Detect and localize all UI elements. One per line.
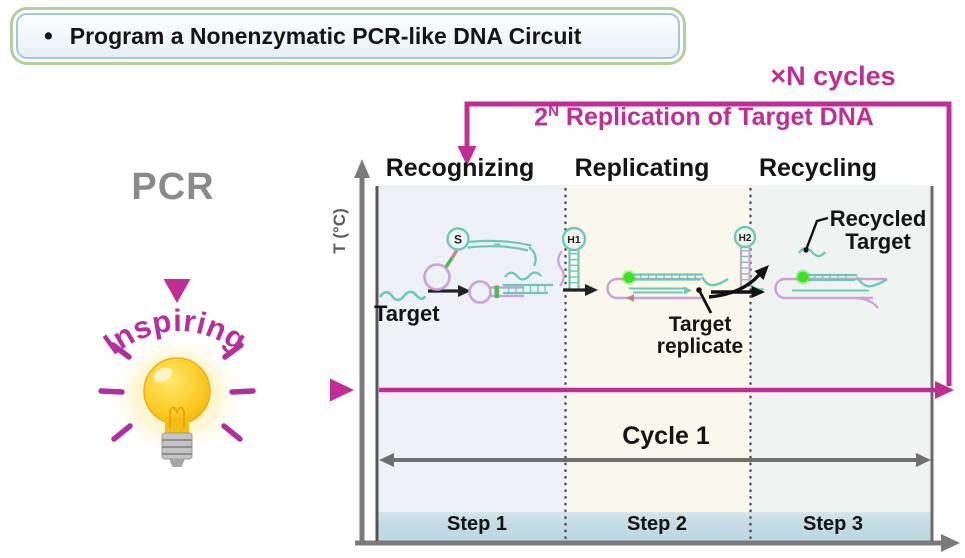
recycled-target-pointer [804, 216, 829, 251]
recycling-complex [774, 269, 888, 309]
branch-arrows [708, 265, 769, 299]
step2-label: Step 2 [626, 513, 688, 535]
title-box-inner: • Program a Nonenzymatic PCR-like DNA Ci… [16, 13, 680, 59]
y-axis-arrowhead-icon [354, 159, 370, 178]
time-arrow [379, 381, 954, 399]
hairpin-h2: H2 [733, 225, 764, 291]
target-replicate-line2: replicate [656, 335, 744, 359]
substrate-s-label: S [454, 233, 462, 247]
step3-label: Step 3 [802, 513, 864, 535]
step1-label: Step 1 [446, 513, 508, 535]
bullet-icon: • [44, 21, 53, 50]
fluorophore-dot-2 [797, 271, 809, 283]
y-axis-label: T (°C) [330, 208, 349, 254]
bulb-right-arrow [251, 378, 354, 402]
step-band [378, 512, 933, 541]
lightbulb-icon [98, 338, 256, 467]
phase-header-replicating: Replicating [574, 154, 710, 182]
pcr-down-arrow [163, 222, 191, 303]
cycle-loop-arrow [457, 101, 952, 386]
substrate-s-hairpin: S [423, 227, 537, 291]
x-axis-arrowhead-icon [941, 534, 960, 552]
bulb-rays-icon [98, 342, 256, 442]
replication-base: 2 [534, 103, 549, 132]
hairpin-h1: H1 [557, 226, 587, 289]
target-replicate-line1: Target [668, 313, 732, 336]
target-molecule [378, 290, 427, 302]
recycled-target-label: Recycled Target [803, 207, 953, 253]
fluorophore-dot [623, 272, 635, 283]
reaction-arrow-1 [428, 285, 471, 297]
phase-header-recognizing: Recognizing [385, 154, 535, 182]
loop-down-arrowhead-icon [457, 146, 477, 166]
replication-exponent: N [548, 103, 559, 120]
y-axis [354, 159, 370, 543]
recycled-target-line1: Recycled [829, 206, 927, 231]
replication-label: 2N Replication of Target DNA [479, 104, 929, 131]
target-replicate-label: Target replicate [625, 313, 775, 359]
hairpin-h1-label: H1 [567, 234, 581, 246]
replication-text: Replication of Target DNA [565, 103, 874, 132]
n-cycles-label: ×N cycles [770, 61, 896, 91]
target-label: Target [374, 301, 440, 326]
title-text: Program a Nonenzymatic PCR-like DNA Circ… [69, 22, 582, 49]
cycle-label: Cycle 1 [622, 422, 710, 450]
phase-header-recycling: Recycling [758, 154, 878, 182]
panel-recycling [750, 185, 933, 541]
target-substrate-complex [468, 271, 553, 304]
pcr-label: PCR [131, 166, 215, 208]
hairpin-h2-label: H2 [739, 233, 752, 244]
recycled-target-molecule [798, 216, 829, 258]
time-arrowhead-icon [935, 381, 954, 399]
panel-recognizing [378, 185, 565, 541]
title-box: • Program a Nonenzymatic PCR-like DNA Ci… [10, 7, 686, 65]
x-axis [355, 534, 960, 552]
cycle-span-arrow [379, 453, 931, 467]
target-replicate-pointer [697, 289, 713, 314]
recycled-target-line2: Target [845, 229, 911, 255]
reaction-arrow-2 [563, 284, 598, 296]
panel-replicating [565, 185, 750, 541]
replicating-complex [606, 270, 729, 314]
